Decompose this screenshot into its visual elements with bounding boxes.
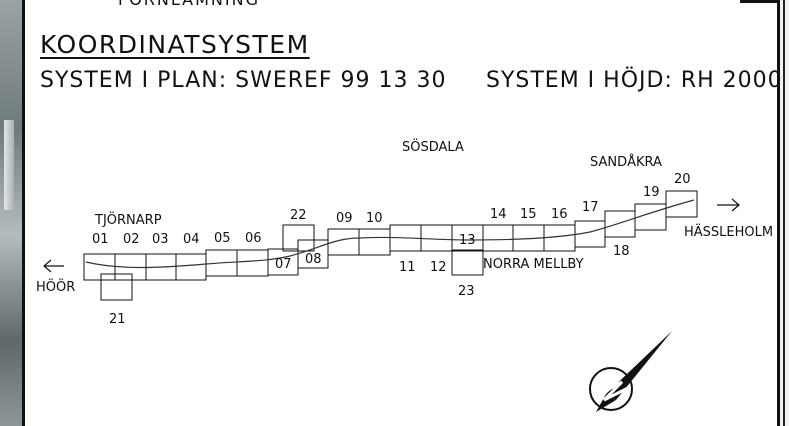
sheet-box-23[interactable]: [451, 249, 484, 276]
sheet-label-18: 18: [613, 244, 630, 259]
sheet-label-06: 06: [245, 231, 262, 246]
sheet-label-20: 20: [674, 172, 691, 187]
railway-line: [85, 199, 695, 269]
sheet-label-09: 09: [336, 211, 353, 226]
sheet-label-11: 11: [399, 260, 416, 275]
sheet-label-22: 22: [290, 208, 307, 223]
sheet-label-02: 02: [123, 232, 140, 247]
sheet-box-01[interactable]: [83, 253, 116, 281]
frame-border-right: [777, 0, 780, 426]
sheet-label-16: 16: [551, 207, 568, 222]
sheet-box-14[interactable]: [482, 224, 514, 252]
sheet-box-21[interactable]: [100, 273, 133, 301]
arrow-right-icon: [717, 198, 740, 212]
frame-border-left: [22, 0, 25, 426]
photo-edge-left: [0, 0, 22, 426]
sheet-label-17: 17: [582, 200, 599, 215]
arrow-left-icon: [43, 259, 64, 273]
sheet-label-12: 12: [430, 260, 447, 275]
sheet-box-10[interactable]: [358, 228, 391, 256]
sheet-label-23: 23: [458, 284, 475, 299]
title-block-corner: [740, 0, 780, 3]
place-hassleholm: HÄSSLEHOLM: [684, 224, 773, 240]
sheet-label-21: 21: [109, 312, 126, 327]
sheet-label-15: 15: [520, 207, 537, 222]
sheet-label-14: 14: [490, 207, 507, 222]
sheet-label-13: 13: [459, 233, 476, 248]
sheet-box-20[interactable]: [665, 190, 698, 218]
system-plan-label: SYSTEM I PLAN: SWEREF 99 13 30: [40, 68, 447, 93]
sheet-box-16[interactable]: [543, 224, 576, 252]
sheet-box-22[interactable]: [282, 224, 315, 252]
sheet-label-03: 03: [152, 232, 169, 247]
sheet-label-01: 01: [92, 232, 109, 247]
sheet-label-05: 05: [214, 231, 231, 246]
sheet-label-19: 19: [643, 185, 660, 200]
place-norra-mellby: NORRA MELLBY: [483, 257, 584, 272]
sheet-edge-right: [780, 0, 789, 426]
system-height-label: SYSTEM I HÖJD: RH 2000: [486, 68, 783, 93]
sheet-box-12[interactable]: [420, 224, 453, 252]
page-title: KOORDINATSYSTEM: [40, 30, 310, 59]
sheet-label-10: 10: [366, 211, 383, 226]
place-sandakra: SANDÅKRA: [590, 154, 662, 170]
sheet-label-04: 04: [183, 232, 200, 247]
sheet-box-18[interactable]: [604, 210, 636, 238]
sheet-label-08: 08: [305, 252, 322, 267]
north-arrow-icon: [589, 331, 672, 412]
sheet-box-06[interactable]: [236, 249, 269, 277]
place-sosdala: SÖSDALA: [402, 138, 464, 155]
sheet-box-04[interactable]: [175, 253, 207, 281]
partial-heading: FORNLÄMNING: [118, 0, 260, 8]
place-hoor: HÖÖR: [36, 278, 75, 295]
place-tjornarp: TJÖRNARP: [94, 211, 162, 228]
sheet-label-07: 07: [275, 257, 292, 272]
